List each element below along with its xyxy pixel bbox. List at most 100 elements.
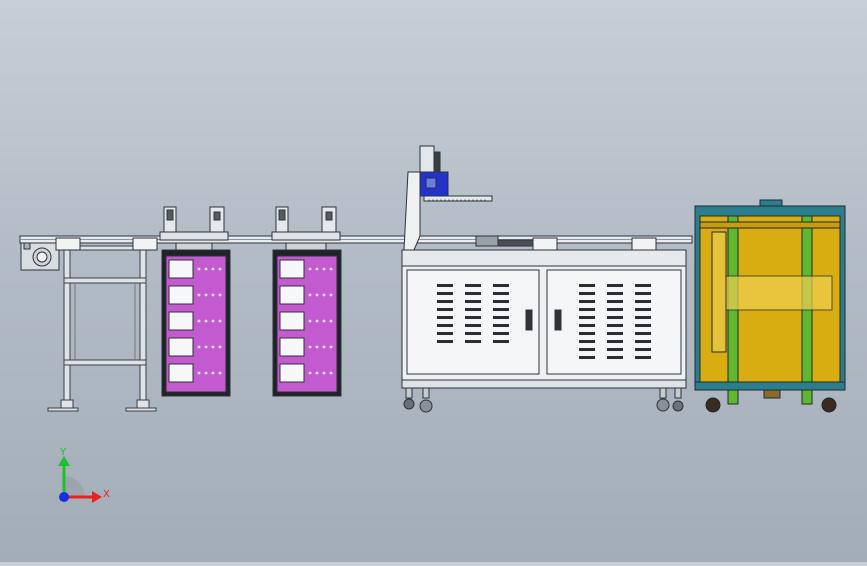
vent-slot	[607, 284, 623, 287]
drawer-window	[168, 311, 194, 331]
drawer-indicator-dot	[322, 293, 326, 297]
vent-slot	[579, 348, 595, 351]
vent-slot	[465, 284, 481, 287]
drawer-indicator-dot	[204, 293, 208, 297]
drawer-indicator-dot	[322, 371, 326, 375]
drawer-indicator-dot	[204, 371, 208, 375]
drawer-indicator-dot	[218, 371, 222, 375]
vent-slot	[465, 324, 481, 327]
drawer-indicator-dot	[315, 293, 319, 297]
vent-slot	[635, 308, 651, 311]
drawer-window	[279, 259, 305, 279]
vent-slot	[465, 308, 481, 311]
vent-slot	[607, 324, 623, 327]
vent-slot	[607, 308, 623, 311]
vent-slot	[437, 308, 453, 311]
vent-slot	[465, 340, 481, 343]
drawer-indicator-dot	[204, 319, 208, 323]
vent-slot	[635, 356, 651, 359]
vent-slot	[579, 300, 595, 303]
vent-slot	[579, 332, 595, 335]
drawer-window	[279, 363, 305, 383]
drawer-indicator-dot	[315, 267, 319, 271]
vent-slot	[493, 292, 509, 295]
vent-slot	[465, 332, 481, 335]
vent-slot	[607, 316, 623, 319]
vent-slot	[635, 332, 651, 335]
vent-slot	[465, 316, 481, 319]
drawer-indicator-dot	[211, 371, 215, 375]
vent-slot	[437, 324, 453, 327]
coordinate-triad: Y X	[58, 447, 110, 503]
vent-slot	[635, 284, 651, 287]
drawer-window	[279, 337, 305, 357]
x-axis-label: X	[103, 489, 110, 500]
left-support-frame	[47, 245, 157, 412]
machine-cabinet	[401, 249, 687, 413]
vent-slot	[607, 348, 623, 351]
vent-slot	[579, 324, 595, 327]
drawer-indicator-dot	[218, 345, 222, 349]
drawer-indicator-dot	[329, 267, 333, 271]
drawer-indicator-dot	[211, 293, 215, 297]
drawer-indicator-dot	[329, 293, 333, 297]
drawer-indicator-dot	[197, 371, 201, 375]
drawer-indicator-dot	[322, 345, 326, 349]
drawer-indicator-dot	[308, 345, 312, 349]
drawer-indicator-dot	[308, 267, 312, 271]
vent-slot	[607, 292, 623, 295]
conveyor-rail	[19, 235, 693, 251]
drawer-indicator-dot	[315, 371, 319, 375]
drawer-window	[279, 285, 305, 305]
drawer-indicator-dot	[322, 267, 326, 271]
vent-slot	[493, 316, 509, 319]
gantry-head	[403, 145, 493, 251]
z-axis-origin	[59, 492, 69, 502]
vent-slot	[493, 340, 509, 343]
vent-slot	[437, 284, 453, 287]
vent-slot	[493, 324, 509, 327]
drawer-indicator-dot	[211, 267, 215, 271]
conveyor-drive-motor	[20, 239, 60, 271]
drawer-indicator-dot	[308, 319, 312, 323]
drawer-indicator-dot	[197, 293, 201, 297]
vent-slot	[635, 348, 651, 351]
magazine-drawer-slots	[168, 259, 333, 383]
y-axis-label: Y	[59, 447, 67, 458]
triad-rotation-arc	[64, 476, 85, 497]
x-axis-arrowhead	[92, 491, 102, 503]
drawer-indicator-dot	[218, 319, 222, 323]
vent-slot	[493, 332, 509, 335]
drawer-indicator-dot	[197, 267, 201, 271]
vent-slot	[437, 300, 453, 303]
drawer-indicator-dot	[211, 345, 215, 349]
drawer-indicator-dot	[211, 319, 215, 323]
vent-slot	[465, 300, 481, 303]
drawer-indicator-dot	[329, 345, 333, 349]
vent-slot	[635, 300, 651, 303]
vent-slot	[607, 356, 623, 359]
vent-slot	[579, 292, 595, 295]
drawer-window	[168, 285, 194, 305]
vent-slot	[579, 316, 595, 319]
vent-slot	[579, 284, 595, 287]
safety-enclosure	[694, 199, 846, 413]
drawer-indicator-dot	[315, 319, 319, 323]
vent-slot	[437, 332, 453, 335]
vent-slot	[465, 292, 481, 295]
vent-slot	[607, 332, 623, 335]
drawer-indicator-dot	[329, 319, 333, 323]
drawer-window	[168, 363, 194, 383]
drawer-indicator-dot	[308, 371, 312, 375]
vent-slot	[607, 340, 623, 343]
vent-slot	[635, 316, 651, 319]
vent-slot	[635, 340, 651, 343]
drawer-indicator-dot	[329, 371, 333, 375]
cabinet-vent-slots	[437, 284, 651, 359]
drawer-indicator-dot	[322, 319, 326, 323]
drawer-indicator-dot	[308, 293, 312, 297]
vent-slot	[437, 316, 453, 319]
drawer-indicator-dot	[204, 267, 208, 271]
